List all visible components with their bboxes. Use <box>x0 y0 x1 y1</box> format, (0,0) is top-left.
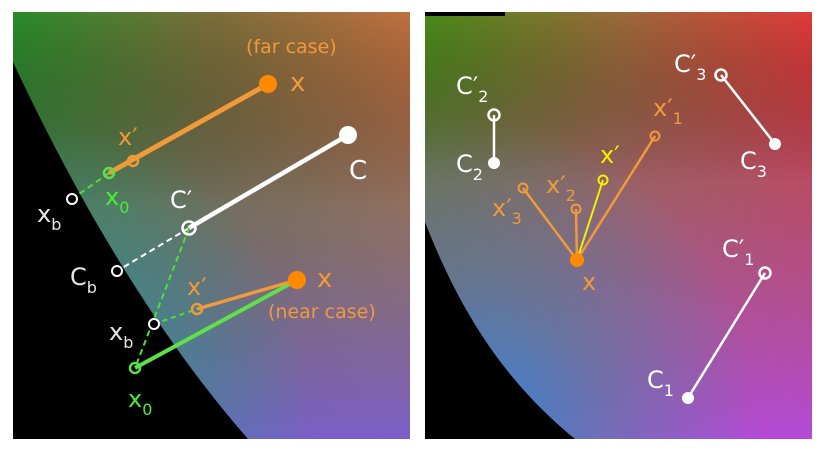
x-prime-near-label: x′ <box>187 273 207 301</box>
c3-prime-point <box>714 68 728 82</box>
c2-label: C2 <box>456 150 483 184</box>
c2-point <box>488 157 500 169</box>
x-prime-far-point <box>126 154 140 168</box>
x-to-x1-prime-segment <box>575 135 657 261</box>
x-to-x3-prime-segment <box>522 187 578 261</box>
x-to-x2-prime-segment <box>574 208 579 261</box>
c1-prime-label: C′1 <box>722 235 754 269</box>
right-diagram: C′2 C2 C′3 C3 C′1 C1 x′1 x′2 x′3 x′ x <box>425 12 812 439</box>
x1-prime-label: x′1 <box>653 94 683 128</box>
near-case-segment <box>134 278 298 370</box>
c-point <box>339 126 357 144</box>
c1-label: C1 <box>647 366 674 400</box>
x0-top-label: x0 <box>105 183 129 217</box>
c3-segment <box>720 74 776 145</box>
c2-prime-point <box>487 108 501 122</box>
near-case-dashed-segment <box>153 308 198 325</box>
x-label: x <box>582 268 596 296</box>
xb-top-point <box>66 193 78 205</box>
x-to-x-prime-segment <box>576 179 604 261</box>
c3-prime-label: C′3 <box>674 50 706 84</box>
cb-point <box>111 265 123 277</box>
x0-bottom-label: x0 <box>128 385 152 419</box>
c1-prime-point <box>758 266 772 280</box>
near-case-label: (near case) <box>268 301 376 323</box>
c1-segment <box>686 272 767 399</box>
left-panel: (far case) x x′ x0 xb C′ C Cb x′ x (near… <box>13 12 410 439</box>
right-panel: C′2 C2 C′3 C3 C′1 C1 x′1 x′2 x′3 x′ x <box>425 12 812 439</box>
x-near-point <box>288 271 306 289</box>
out-of-gamut-region <box>13 62 248 439</box>
x2-prime-label: x′2 <box>546 171 576 205</box>
x-prime-label: x′ <box>600 141 620 169</box>
x3-prime-label: x′3 <box>492 194 522 228</box>
xb-bottom-point <box>148 318 160 330</box>
x-near-label: x <box>317 264 332 294</box>
x2-prime-point <box>570 203 582 215</box>
x-point <box>570 253 584 267</box>
far-case-label: (far case) <box>246 36 337 58</box>
near-case-orange-segment <box>196 278 298 311</box>
x0-bottom-point <box>128 361 142 375</box>
c-dashed-segment <box>116 227 190 272</box>
x0-top-point <box>102 166 116 180</box>
cb-label: Cb <box>70 263 97 297</box>
x-prime-far-label: x′ <box>118 123 138 151</box>
far-case-segment <box>107 81 270 176</box>
x3-prime-point <box>517 182 529 194</box>
c-segment <box>187 133 350 230</box>
far-case-dashed-segment <box>71 172 110 200</box>
xb-top-label: xb <box>37 200 61 234</box>
x-prime-point <box>597 174 609 186</box>
c2-prime-label: C′2 <box>456 72 488 106</box>
c3-point <box>769 138 781 150</box>
c-prime-label: C′ <box>170 186 192 214</box>
left-diagram: (far case) x x′ x0 xb C′ C Cb x′ x (near… <box>13 12 410 439</box>
out-of-gamut-region <box>425 222 575 439</box>
c-prime-to-x0-dashed <box>134 227 190 369</box>
c-label: C <box>349 156 367 186</box>
xb-bottom-label: xb <box>109 318 133 352</box>
x-far-point <box>259 75 277 93</box>
x1-prime-point <box>649 130 661 142</box>
c-prime-point <box>181 220 197 236</box>
c3-label: C3 <box>740 147 767 181</box>
x-far-label: x <box>290 68 305 98</box>
x-prime-near-point <box>190 302 204 316</box>
c1-point <box>682 392 694 404</box>
